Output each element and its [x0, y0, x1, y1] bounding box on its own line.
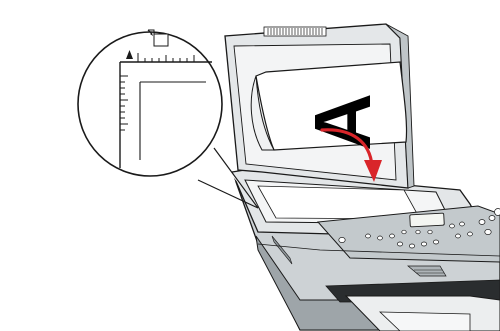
panel-button[interactable]	[402, 230, 406, 234]
panel-button[interactable]	[390, 234, 395, 238]
panel-button[interactable]	[421, 242, 426, 246]
panel-button[interactable]	[485, 229, 491, 234]
panel-button[interactable]	[366, 234, 371, 238]
panel-button[interactable]	[456, 234, 461, 238]
panel-button[interactable]	[339, 237, 345, 242]
panel-button[interactable]	[378, 236, 383, 240]
panel-button[interactable]	[489, 216, 495, 221]
panel-button[interactable]	[428, 230, 432, 234]
panel-button[interactable]	[460, 222, 465, 226]
round-button[interactable]	[495, 209, 500, 216]
page-letter: A	[298, 93, 387, 151]
lcd-display	[410, 213, 445, 227]
panel-button[interactable]	[468, 232, 473, 236]
printer	[232, 170, 500, 331]
panel-button[interactable]	[409, 244, 414, 248]
magnifier-circle	[78, 32, 222, 176]
panel-button[interactable]	[450, 224, 455, 228]
panel-button[interactable]	[397, 242, 402, 246]
document-page: A	[251, 62, 406, 151]
panel-button[interactable]	[479, 220, 485, 225]
panel-button[interactable]	[416, 230, 420, 234]
panel-button[interactable]	[433, 240, 438, 244]
